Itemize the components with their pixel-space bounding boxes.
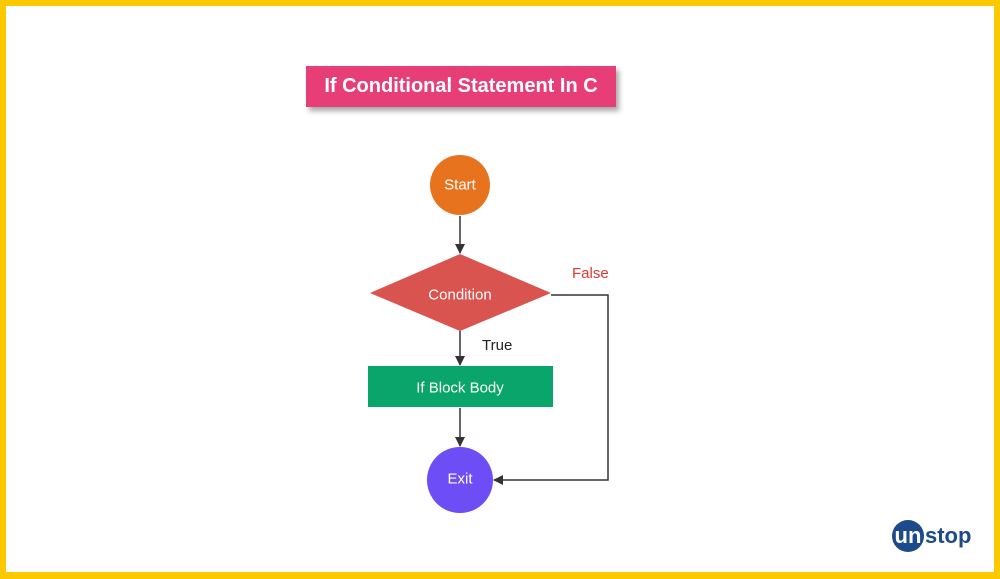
exit-label: Exit xyxy=(447,470,473,488)
exit-node xyxy=(427,447,493,513)
unstop-logo: un stop xyxy=(892,520,971,552)
arrow-condition-false-to-exit xyxy=(493,294,609,485)
start-node xyxy=(430,155,490,215)
condition-label: Condition xyxy=(428,286,492,304)
if-block-label: If Block Body xyxy=(416,379,504,397)
if-block-node xyxy=(368,366,553,407)
logo-text: stop xyxy=(925,523,972,548)
diagram-title: If Conditional Statement In C xyxy=(306,66,616,107)
condition-node xyxy=(370,254,551,331)
true-edge-label: True xyxy=(482,337,513,354)
logo-circle: un xyxy=(892,520,924,552)
start-label: Start xyxy=(444,176,476,194)
false-edge-label: False xyxy=(572,265,609,282)
